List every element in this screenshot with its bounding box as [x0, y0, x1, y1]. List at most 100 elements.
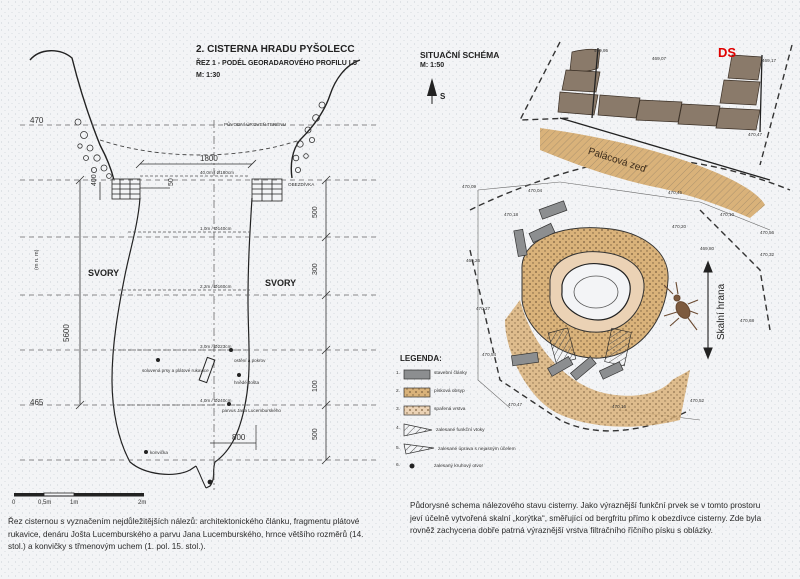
diameter-3-label: 2,2m / Ø160cm — [200, 284, 232, 289]
plan-dashed-outlines — [469, 41, 793, 432]
dim-400-label: 400 — [91, 174, 98, 186]
masonry-right — [251, 178, 283, 202]
find-4-label: parvus Jana Lucemburského — [222, 408, 281, 413]
hatched-channels — [547, 327, 632, 367]
elevation: 470,45 — [668, 190, 683, 195]
find-dot-2 — [229, 348, 233, 352]
find-1-label: ostění a pokrov — [234, 358, 266, 363]
find-dot-3 — [237, 373, 241, 377]
elevation: 469,07 — [652, 56, 667, 61]
diameter-4-label: 3,0m / Ø223cm — [200, 344, 232, 349]
terrain-right-line — [290, 59, 361, 179]
architectural-fragment-mark — [198, 356, 216, 384]
cistern-wall-left — [111, 197, 197, 475]
find-dot-1 — [156, 358, 160, 362]
cistern-bottom — [195, 465, 207, 489]
dim-50-label: 50 — [168, 178, 175, 186]
find-markers — [144, 348, 241, 485]
scale-1-label: 1m — [70, 500, 79, 506]
dim-100-label: 100 — [312, 380, 319, 392]
section-subtitle: ŘEZ 1 - PODÉL GEORADAROVÉHO PROFILU L5 — [196, 60, 357, 67]
find-5-label: konvička — [150, 450, 168, 455]
dim-500b-label: 500 — [312, 428, 319, 440]
plan-scale: M: 1:50 — [420, 62, 445, 69]
legend-item-5-text: zalesané úprava s nejasným účelem — [438, 447, 516, 452]
find-dot-6 — [207, 479, 213, 485]
elevation: 469,26 — [466, 258, 481, 263]
terrain-original-arc — [99, 139, 301, 156]
scale-bar — [14, 492, 144, 497]
scale-2-label: 2m — [138, 500, 147, 506]
elevation: 470,68 — [740, 318, 755, 323]
legend-item-2-num: 2. — [396, 389, 401, 394]
elevation: 470,16 — [612, 404, 627, 409]
legend-item-2-text: písková obsyp — [434, 389, 465, 394]
scale-0-label: 0 — [12, 500, 16, 506]
elevation: 470,04 — [528, 188, 543, 193]
elevation: 470,54 — [482, 352, 497, 357]
beetle-icon — [663, 281, 699, 331]
mnm-label: (m n. m) — [34, 249, 40, 270]
terrain-label: PŮVODNÍ ÚROVEŇ TERÉNU — [224, 122, 286, 127]
rock-edge-label: Skalní hrana — [716, 283, 727, 340]
dim-5600-label: 5600 — [62, 324, 71, 342]
masonry-left — [111, 178, 141, 200]
elevation: 470,27 — [476, 306, 491, 311]
dim-500-label: 500 — [312, 206, 319, 218]
elevation: 470,32 — [760, 252, 775, 257]
elevation: 470,47 — [748, 132, 763, 137]
right-caption: Půdorysné schema nálezového stavu cister… — [410, 501, 762, 536]
terrain-right-stones — [292, 101, 326, 173]
diameter-lines — [113, 175, 250, 406]
section-title: 2. CISTERNA HRADU PYŠOLECC — [196, 44, 355, 55]
dim-300-label: 300 — [312, 263, 319, 275]
north-label: S — [440, 92, 446, 101]
top-wall-outline — [559, 47, 771, 181]
legend-item-1-text: stavební články — [434, 371, 468, 376]
rock-edge-arrow — [703, 260, 713, 360]
level-465-label: 465 — [30, 398, 44, 407]
legend-item-1-num: 1. — [396, 371, 401, 376]
left-caption: Řez cisternou s vyznačením nejdůležitějš… — [8, 517, 364, 552]
elevation: 470,18 — [504, 212, 519, 217]
elevation: 470,10 — [720, 212, 735, 217]
find-dot-4 — [227, 402, 231, 406]
scale-05-label: 0,5m — [38, 500, 52, 506]
level-470-label: 470 — [30, 116, 44, 125]
find-dot-5 — [144, 450, 148, 454]
section-scale: M: 1:30 — [196, 72, 221, 79]
top-walls — [557, 48, 763, 131]
elevation: 469,95 — [594, 48, 609, 53]
diameter-1-label: 40,0m / Ø180cm — [200, 170, 234, 175]
legend-title: LEGENDA: — [400, 354, 442, 363]
north-arrow-icon — [427, 78, 437, 104]
cistern-opening — [561, 263, 631, 321]
legend-item-3-text: spařená vrstva — [434, 407, 466, 412]
ds-badge: DS — [718, 45, 737, 60]
rock-label-right: SVORY — [265, 278, 297, 288]
legend-item-4-num: 4. — [396, 426, 401, 431]
elevation: 469,17 — [762, 58, 777, 63]
elevation: 469,80 — [700, 246, 715, 251]
rock-label-left: SVORY — [88, 268, 120, 278]
elevation: 470,47 — [508, 402, 523, 407]
diameter-5-label: 4,0m / Ø240cm — [200, 398, 232, 403]
legend-item-5-num: 5. — [396, 446, 401, 451]
elevation: 470,52 — [690, 398, 705, 403]
legend-item-4-text: zalesané funkční vtoky — [436, 428, 485, 433]
cistern-shaft-circle — [573, 275, 619, 309]
building-blocks — [511, 200, 624, 381]
elevation: 470,09 — [462, 184, 477, 189]
elevation: 470,20 — [672, 224, 687, 229]
legend-item-6-text: zalesaný kruhový otvor — [434, 464, 484, 469]
dim-1800-label: 1800 — [200, 154, 218, 163]
find-2-label: soluvená prsy a plátové rukavice — [142, 368, 209, 373]
legend-item-3-num: 3. — [396, 407, 401, 412]
elevation: 470,56 — [760, 230, 775, 235]
find-3-label: hnědé Jošta — [234, 380, 260, 385]
dim-800-label: 800 — [232, 433, 246, 442]
plan-title: SITUAČNÍ SCHÉMA — [420, 50, 500, 60]
